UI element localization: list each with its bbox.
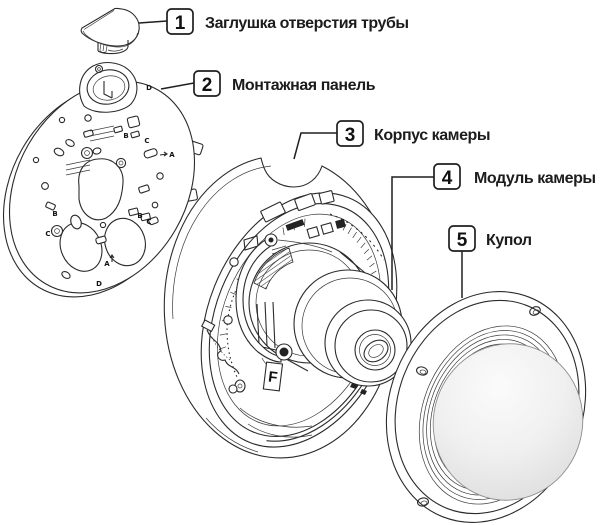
dome-screw-holes [416,306,541,507]
callout-2-label: Монтажная панель [232,77,376,94]
callout-1: 1 Заглушка отверстия трубы [138,8,409,35]
panel-marking-letter: A [169,151,175,159]
panel-letter-markings: D B C A B C B C A D [45,84,175,288]
callout-4-number: 4 [442,168,453,189]
panel-marking-letter: A [104,260,110,268]
callout-2-number: 2 [202,75,213,96]
callout-1-number: 1 [175,13,186,34]
module-lens [354,329,396,371]
callouts: 1 Заглушка отверстия трубы 2 Монтажная п… [138,8,596,298]
panel-marking-letter: C [45,230,50,238]
callout-1-label: Заглушка отверстия трубы [205,15,409,32]
camera-module-drawing [235,233,412,395]
panel-marking-letter: C [144,137,149,145]
plug-cap [80,7,140,47]
callout-5-label: Купол [486,232,532,249]
callout-4-label: Модуль камеры [474,170,596,187]
callout-5: 5 Купол [448,225,532,298]
callout-2: 2 Монтажная панель [160,70,376,97]
panel-marking-letter: C [146,218,151,226]
panel-marking-letter: B [52,210,57,218]
callout-3-box [336,120,364,147]
callout-4-box [433,163,461,190]
callout-5-box [448,225,476,252]
callout-3-label: Корпус камеры [374,127,490,144]
panel-marking-letter: B [123,132,128,140]
panel-marking-letter: B [137,212,142,220]
callout-4: 4 Модуль камеры [391,163,596,290]
panel-marking-letter: D [96,280,102,288]
panel-centre-hole [78,158,124,221]
pipe-hole-plug-drawing [80,7,140,55]
dome-drawing [385,291,587,523]
callout-1-box [166,8,194,35]
panel-marking-letter: D [146,84,152,92]
panel-pipe-hole [86,69,130,105]
callout-5-number: 5 [457,230,468,251]
callout-2-box [193,70,221,97]
callout-3: 3 Корпус камеры [293,120,491,160]
mounting-panel-drawing: D B C A B C B C A D [2,62,204,298]
dome-glass [432,343,584,501]
module-tag-letter: F [267,368,278,386]
callout-3-number: 3 [345,125,356,146]
